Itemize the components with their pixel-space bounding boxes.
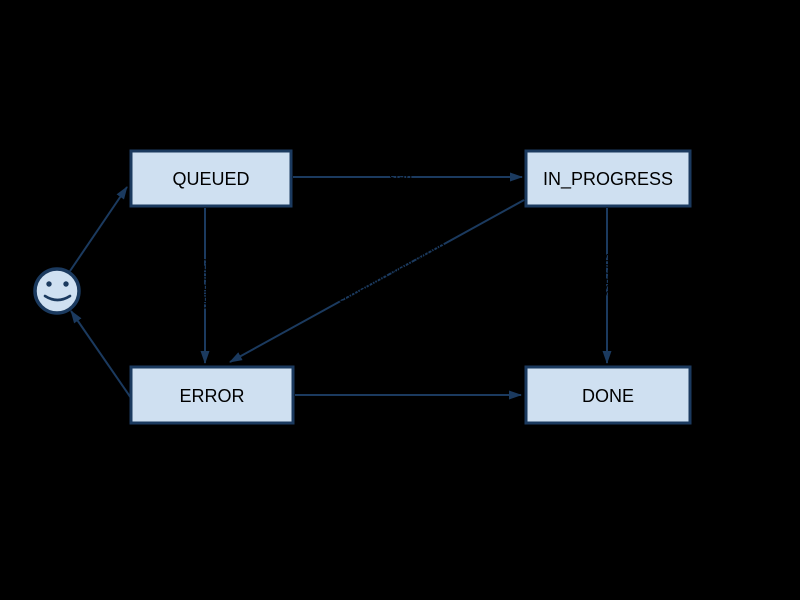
node-error-label: ERROR [179, 386, 244, 406]
edge-inprogress-to-error [229, 199, 525, 363]
smiley-face-icon [33, 267, 81, 315]
node-in-progress-label: IN_PROGRESS [543, 169, 673, 190]
node-done: DONE [524, 365, 692, 425]
node-queued-label: QUEUED [172, 169, 249, 189]
edge-label-success: success [600, 253, 614, 296]
smiley-right-eye [63, 281, 69, 287]
node-queued: QUEUED [129, 149, 293, 208]
node-error-box [129, 365, 295, 425]
node-in-progress: IN_PROGRESS [524, 149, 692, 208]
node-in-progress-box [524, 149, 692, 208]
node-done-label: DONE [582, 386, 634, 406]
edge-label-start: start [389, 170, 413, 184]
edge-label-something-went-wrong: something went wrong [336, 238, 448, 308]
edge-user-to-queued [69, 186, 128, 272]
edge-error-to-user [70, 310, 132, 399]
node-user [33, 267, 81, 315]
node-done-box [524, 365, 692, 425]
smiley-mouth [43, 294, 72, 302]
smiley-left-eye [46, 281, 52, 287]
edge-label-cancelled: cancelled [198, 259, 212, 310]
node-queued-box [129, 149, 293, 208]
node-error: ERROR [129, 365, 295, 425]
